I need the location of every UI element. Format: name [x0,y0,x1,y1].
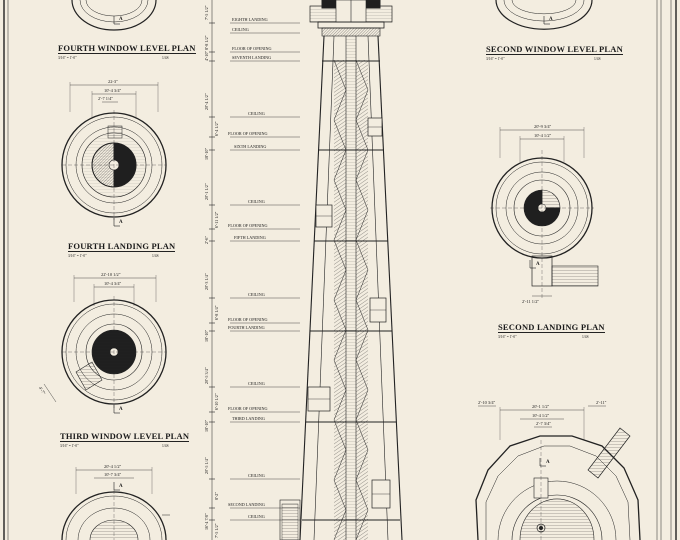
third-window-dim-outer: 22'-10 1/2" [101,272,121,277]
level-label: FLOOR OF OPENING [232,46,272,51]
level-label: CEILING [248,381,265,386]
third-landing-plan-drawing [61,467,170,540]
level-label: CEILING [248,473,265,478]
fourth-landing-dim-inner: 10'-4 3/4" [104,88,122,93]
level-label: SECOND LANDING [228,502,265,507]
level-label: FLOOR OF OPENING [228,223,268,228]
second-landing-plan-title: SECOND LANDING PLAN [498,322,605,333]
fourth-landing-plan-scale: 3/16" = 1'-0" [68,254,87,258]
second-landing-dim-outer: 20'-9 3/4" [534,124,552,129]
second-landing-plan-sheet: 1/4S [582,335,589,339]
level-label: CEILING [232,27,249,32]
first-landing-dim-small: 2'-7 3/4" [536,421,552,426]
vertical-dimension: 8'-2" [214,491,219,500]
second-window-plan-sheet: 1/4S [594,57,601,61]
sheet-border [3,0,677,540]
second-window-plan-scale: 3/16" = 1'-0" [486,57,505,61]
fourth-landing-plan-drawing [61,82,167,227]
third-window-dim-inner: 10'-4 3/4" [104,281,122,286]
vertical-dimension: 18'-10" [204,329,209,342]
level-label: FLOOR OF OPENING [228,131,268,136]
vertical-dimension: 16'-4 7/8" [204,513,209,530]
level-label: CEILING [248,514,265,519]
second-window-plan-title: SECOND WINDOW LEVEL PLAN [486,44,623,55]
vertical-dimension: 6'-10 1/2" [214,393,219,410]
fourth-window-plan-sheet: 1/4S [162,56,169,60]
level-label: THIRD LANDING [232,416,265,421]
fourth-window-plan-title: FOURTH WINDOW LEVEL PLAN [58,43,196,54]
third-window-plan-title: THIRD WINDOW LEVEL PLAN [60,431,190,442]
vertical-dimension: 7'-5 1/2" [214,523,219,538]
section-mark-a: A [119,17,123,22]
first-landing-dim-left: 2'-10 3/4" [478,400,496,405]
vertical-dimension: 8'-8 1/2" [204,35,209,50]
fourth-landing-dim-outer: 22-3" [108,79,118,84]
vertical-dimension: 20'-5 1/4" [204,457,209,474]
level-lines [209,0,300,540]
third-landing-dim-outer: 20'-4 1/2" [104,464,122,469]
fourth-landing-plan-title: FOURTH LANDING PLAN [68,241,176,252]
vertical-dimension: 6'-11 1/2" [214,211,219,228]
third-window-plan-scale: 3/16" = 1'-0" [60,444,79,448]
level-label: CEILING [248,199,265,204]
vertical-dimension: 7'-5 1/2" [204,5,209,20]
third-landing-dim-inner: 10'-7 3/4" [104,472,122,477]
lighthouse-section [279,0,403,540]
first-landing-dim-outer: 20'-1 1/2" [532,404,550,409]
section-mark-a: A [119,484,123,489]
second-landing-dim-inner: 10'-4 1/2" [534,133,552,138]
first-landing-plan-drawing [475,405,641,540]
vertical-dimension: 18'-10" [204,147,209,160]
vertical-dimension: 4'-10" [204,50,209,61]
fourth-landing-dim-small: 2'-7 1/4" [98,96,114,101]
level-label: CEILING [248,292,265,297]
vertical-dimension: 6'-4 1/2" [214,121,219,136]
level-label: FLOOR OF OPENING [228,406,268,411]
level-label: FLOOR OF OPENING [228,317,268,322]
second-landing-dim-bottom: 2'-11 1/2" [522,299,540,304]
section-mark-a: A [549,17,553,22]
fourth-landing-plan-sheet: 1/4S [152,254,159,258]
first-landing-dim-inner: 10'-4 1/2" [532,413,550,418]
level-label: CEILING [248,111,265,116]
vertical-dimension: 20'-1 1/2" [204,183,209,200]
section-mark-a: A [119,407,123,412]
third-window-plan-drawing [43,275,167,414]
second-landing-plan-scale: 3/16" = 1'-0" [498,335,517,339]
second-landing-plan-drawing [490,127,599,300]
second-window-plan-drawing [495,0,593,30]
vertical-dimension: 18'-10" [204,419,209,432]
vertical-dimension: 20'-3 1/4" [204,273,209,290]
section-mark-a: A [119,220,123,225]
first-landing-dim-right: 2'-11" [596,400,607,405]
fourth-window-plan-scale: 3/16" = 1'-0" [58,56,77,60]
section-mark-a: A [536,262,540,267]
level-label: FIFTH LANDING [234,235,266,240]
vertical-dimension: 2'-6" [204,235,209,244]
fourth-window-plan-drawing [71,0,157,31]
vertical-dimension: 20'-4 1/2" [204,93,209,110]
level-label: FOURTH LANDING [228,325,265,330]
vertical-dimension: 6'-8 1/4" [214,305,219,320]
vertical-dimension: 20'-5 3/4" [204,367,209,384]
level-label: SIXTH LANDING [234,144,267,149]
level-label: EIGHTH LANDING [232,17,268,22]
section-mark-a: A [546,460,550,465]
level-label: SEVENTH LANDING [232,55,272,60]
third-window-plan-sheet: 1/4S [162,444,169,448]
